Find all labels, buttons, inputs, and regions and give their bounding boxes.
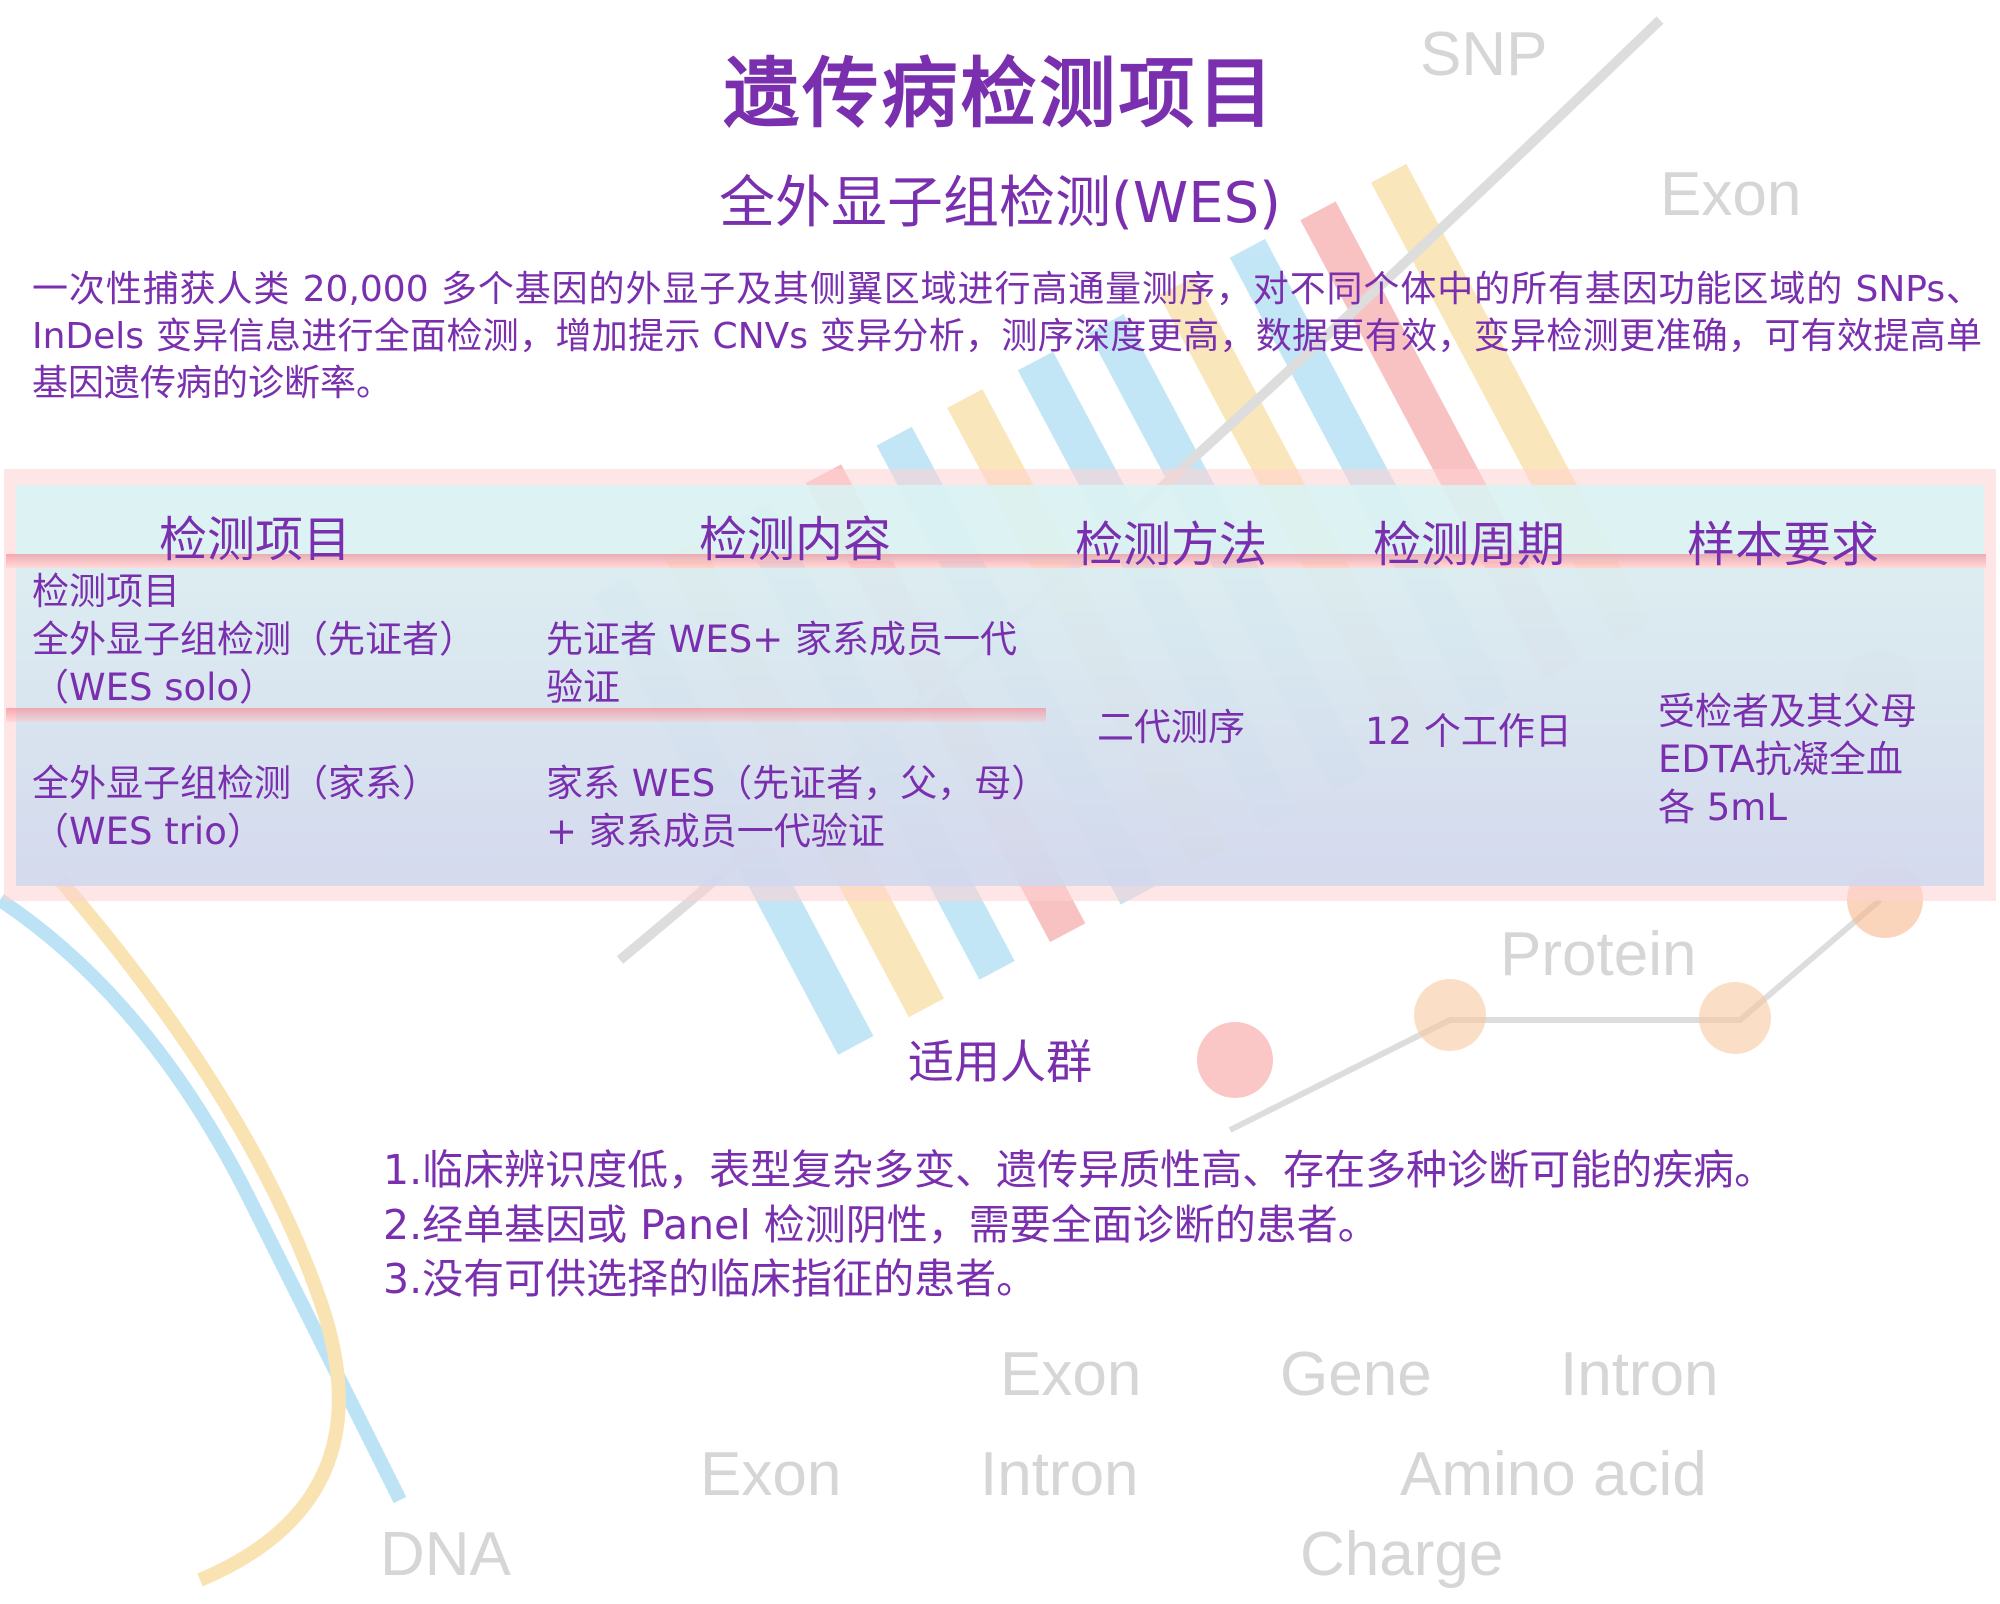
watermark-exon: Exon: [700, 1440, 842, 1509]
watermark-exon: Exon: [1000, 1340, 1142, 1409]
col-header-content: 检测内容: [698, 512, 891, 568]
col-header-period: 检测周期: [1372, 517, 1565, 573]
criteria-item: 2.经单基因或 Panel 检测阴性，需要全面诊断的患者。: [383, 1201, 1379, 1249]
item-name: 全外显子组检测（家系）: [32, 762, 439, 805]
criteria-item: 3.没有可供选择的临床指征的患者。: [383, 1255, 1038, 1303]
table-body: [16, 568, 1984, 886]
watermark-protein: Protein: [1500, 920, 1697, 989]
item-content: 家系 WES（先证者，父，母）+ 家系成员一代验证: [546, 762, 1049, 853]
watermark-intron: Intron: [980, 1440, 1139, 1509]
watermark-amino-acid: Amino acid: [1400, 1440, 1707, 1509]
watermark-charge: Charge: [1300, 1520, 1504, 1589]
table-header-row: [16, 485, 1984, 561]
header-divider: [6, 554, 1986, 568]
criteria-item: 1.临床辨识度低，表型复杂多变、遗传异质性高、存在多种诊断可能的疾病。: [383, 1146, 1776, 1194]
watermark-intron: Intron: [1560, 1340, 1719, 1409]
item-name: 全外显子组检测（先证者）: [32, 618, 476, 661]
test-period: 12 个工作日: [1365, 710, 1572, 753]
item-content: 先证者 WES+ 家系成员一代验证: [546, 618, 1017, 709]
page-subtitle: 全外显子组检测(WES): [719, 171, 1281, 236]
section-title: 适用人群: [908, 1035, 1092, 1089]
col-header-sample: 样本要求: [1686, 517, 1879, 573]
col-header-item: 检测项目: [158, 512, 351, 568]
sample-line: 受检者及其父母: [1658, 690, 1917, 733]
page-title: 遗传病检测项目: [723, 49, 1277, 138]
description: 一次性捕获人类 20,000 多个基因的外显子及其侧翼区域进行高通量测序，对不同…: [32, 269, 1982, 404]
item-label: 检测项目: [32, 570, 180, 613]
sample-requirement: 受检者及其父母 EDTA抗凝全血 各 5mL: [1658, 688, 1978, 832]
sample-line: 各 5mL: [1658, 786, 1787, 829]
row-divider: [6, 708, 1046, 722]
sample-line: EDTA抗凝全血: [1658, 738, 1903, 781]
test-method: 二代测序: [1097, 706, 1245, 749]
item-code: （WES trio）: [32, 810, 264, 853]
col-header-method: 检测方法: [1074, 517, 1267, 573]
watermark-gene: Gene: [1280, 1340, 1432, 1409]
table-row: 检测项目 全外显子组检测（先证者） （WES solo）: [32, 568, 532, 712]
table-row: 全外显子组检测（家系） （WES trio）: [32, 760, 532, 856]
watermark-dna: DNA: [380, 1520, 511, 1589]
item-code: （WES solo）: [32, 666, 277, 709]
